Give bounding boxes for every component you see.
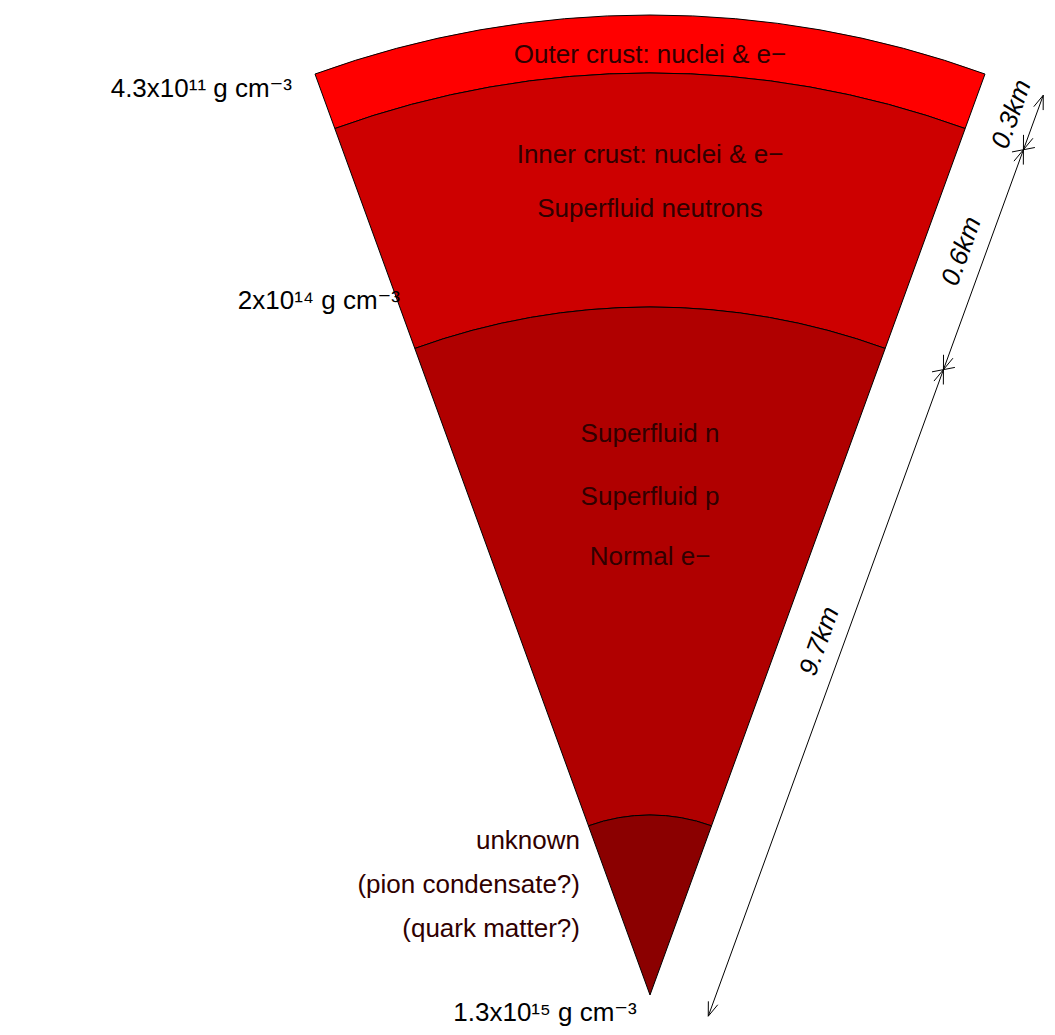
dimension-arrowhead	[934, 370, 943, 385]
dimension-label: 0.3km	[985, 76, 1036, 152]
density-label: 1.3x10¹⁵ g cm⁻³	[453, 998, 636, 1027]
dimension-tick	[1012, 148, 1035, 152]
dimension-arrowhead	[1014, 150, 1023, 165]
dimension-tick	[932, 367, 955, 371]
dimension-label: 0.6km	[935, 213, 986, 289]
layer-text: unknown	[476, 826, 580, 855]
layer-text: Superfluid neutrons	[537, 194, 762, 223]
dimension-arrowhead	[1023, 135, 1032, 150]
layer-text: Normal e−	[590, 542, 711, 571]
band-shape	[415, 307, 885, 826]
density-label: 2x10¹⁴ g cm⁻³	[238, 286, 400, 315]
layer-text: Superfluid n	[581, 419, 720, 448]
layer-band: Inner crust: nuclei & e− Superfluid neutr…	[380, 128, 920, 238]
density-label: 4.3x10¹¹ g cm⁻³	[111, 74, 292, 103]
dimension-label: 9.7km	[793, 603, 844, 679]
band-shape	[588, 815, 711, 995]
wedge-bands	[315, 15, 985, 995]
dimension-arrowhead	[708, 1001, 717, 1016]
layer-text: Superfluid p	[581, 482, 720, 511]
layer-text: (pion condensate?)	[357, 870, 580, 899]
dimension-lines	[708, 95, 1043, 1016]
layer-band: unknown (pion condensate?) (quark matter?)	[300, 820, 590, 950]
dimension-line	[708, 370, 943, 1017]
dimension-arrowhead	[943, 355, 952, 370]
layer-band: Outer crust: nuclei & e−	[380, 30, 920, 78]
dimension-arrowhead	[1034, 95, 1043, 110]
layer-band: Superfluid n Superfluid p Normal e−	[470, 400, 830, 590]
layer-text: Outer crust: nuclei & e−	[514, 40, 786, 69]
layer-text: Inner crust: nuclei & e−	[517, 140, 784, 169]
layer-text: (quark matter?)	[402, 914, 580, 943]
